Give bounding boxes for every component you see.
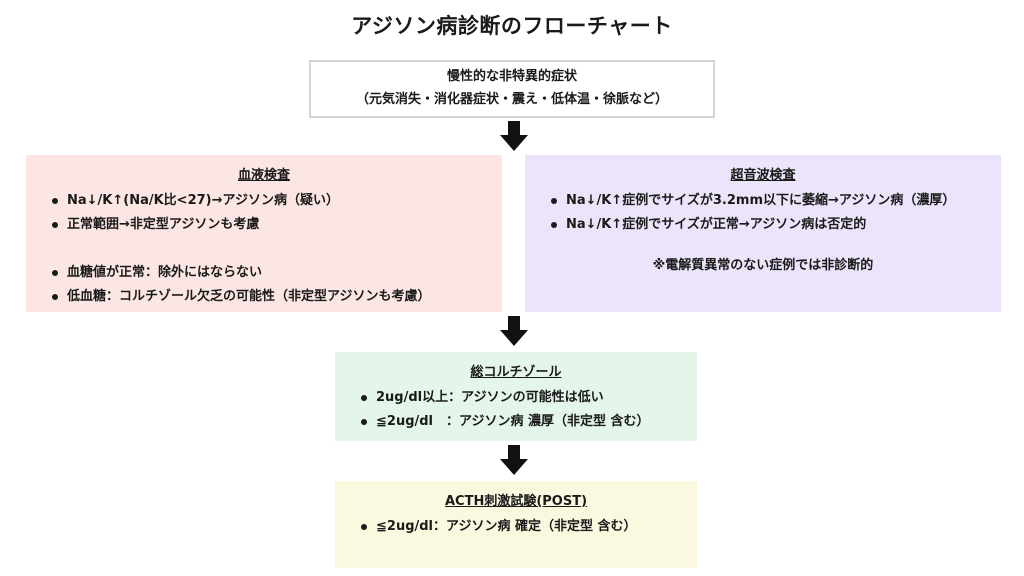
acth-list: ≦2ug/dl：アジソン病 確定（非定型 含む）	[335, 515, 697, 539]
ultrasound-box: 超音波検査 Na↓/K↑症例でサイズが3.2mm以下に萎縮→アジソン病（濃厚） …	[525, 155, 1001, 312]
cortisol-title: 総コルチゾール	[470, 365, 562, 380]
ultrasound-title: 超音波検査	[730, 168, 796, 183]
ultrasound-list: Na↓/K↑症例でサイズが3.2mm以下に萎縮→アジソン病（濃厚） Na↓/K↑…	[525, 189, 1001, 237]
acth-box: ACTH刺激試験(POST) ≦2ug/dl：アジソン病 確定（非定型 含む）	[335, 481, 697, 568]
symptom-line-2: （元気消失・消化器症状・震え・低体温・徐脈など）	[355, 92, 668, 107]
blood-test-box: 血液検査 Na↓/K↑(Na/K比<27)→アジソン病（疑い） 正常範囲→非定型…	[26, 155, 502, 312]
blood-test-item: 低血糖：コルチゾール欠乏の可能性（非定型アジソンも考慮）	[52, 285, 502, 309]
blood-test-item: Na↓/K↑(Na/K比<27)→アジソン病（疑い）	[52, 189, 502, 213]
blood-test-item: 血糖値が正常：除外にはならない	[52, 261, 502, 285]
down-arrow-icon	[500, 316, 528, 348]
down-arrow-icon	[500, 121, 528, 153]
symptom-line-1: 慢性的な非特異的症状	[446, 69, 577, 84]
ultrasound-note: ※電解質異常のない症例では非診断的	[652, 258, 874, 273]
cortisol-item: 2ug/dl以上：アジソンの可能性は低い	[361, 386, 697, 410]
acth-item: ≦2ug/dl：アジソン病 確定（非定型 含む）	[361, 515, 697, 539]
blood-test-item: 正常範囲→非定型アジソンも考慮	[52, 213, 502, 237]
symptom-box: 慢性的な非特異的症状 （元気消失・消化器症状・震え・低体温・徐脈など）	[309, 60, 715, 118]
cortisol-list: 2ug/dl以上：アジソンの可能性は低い ≦2ug/dl ：アジソン病 濃厚（非…	[335, 386, 697, 434]
acth-title: ACTH刺激試験(POST)	[444, 494, 588, 509]
ultrasound-item: Na↓/K↑症例でサイズが正常→アジソン病は否定的	[551, 213, 1001, 237]
cortisol-item: ≦2ug/dl ：アジソン病 濃厚（非定型 含む）	[361, 410, 697, 434]
blood-test-list: Na↓/K↑(Na/K比<27)→アジソン病（疑い） 正常範囲→非定型アジソンも…	[26, 189, 502, 309]
blood-test-title: 血液検査	[237, 168, 290, 183]
cortisol-box: 総コルチゾール 2ug/dl以上：アジソンの可能性は低い ≦2ug/dl ：アジ…	[335, 352, 697, 441]
ultrasound-item: Na↓/K↑症例でサイズが3.2mm以下に萎縮→アジソン病（濃厚）	[551, 189, 1001, 213]
down-arrow-icon	[500, 445, 528, 477]
page-title: アジソン病診断のフローチャート	[351, 14, 673, 38]
